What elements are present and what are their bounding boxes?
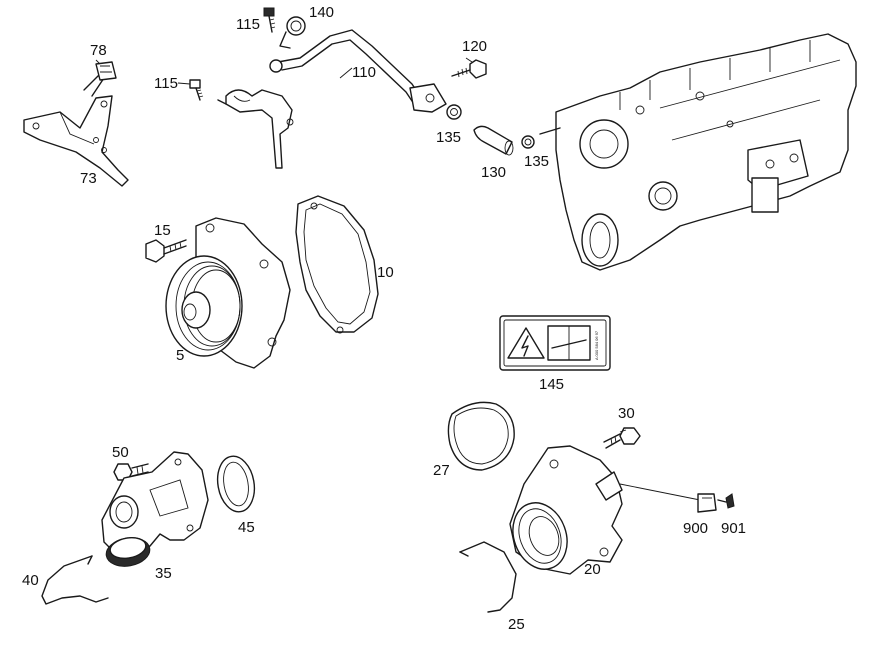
part-135-clamp-left[interactable]	[446, 104, 462, 120]
label-40: 40	[22, 572, 39, 589]
label-15: 15	[154, 222, 171, 239]
part-pipe-bracket[interactable]	[217, 89, 294, 169]
label-145: 145	[539, 376, 564, 393]
engine-housing	[539, 33, 857, 271]
part-78-clip[interactable]	[95, 61, 117, 81]
part-20-thermostat-housing[interactable]	[504, 445, 701, 577]
label-120: 120	[462, 38, 487, 55]
part-30-bolt[interactable]	[603, 427, 641, 449]
part-140-clamp[interactable]	[279, 16, 306, 49]
part-25-retaining-clip[interactable]	[459, 541, 517, 613]
label-135-left: 135	[436, 129, 461, 146]
label-900: 900	[683, 520, 708, 537]
part-5-water-pump[interactable]	[165, 217, 291, 369]
label-45: 45	[238, 519, 255, 536]
part-40-retaining-clip[interactable]	[41, 555, 109, 605]
part-45-seal-ring[interactable]	[213, 453, 258, 514]
label-35: 35	[155, 565, 172, 582]
label-30: 30	[618, 405, 635, 422]
part-110-coolant-pipe[interactable]	[269, 29, 447, 113]
label-130: 130	[481, 164, 506, 181]
label-10: 10	[377, 264, 394, 281]
label-25: 25	[508, 616, 525, 633]
label-115-top: 115	[236, 16, 260, 33]
part-35-outlet-housing[interactable]	[101, 451, 209, 570]
part-900-sensor[interactable]	[697, 493, 717, 513]
label-140: 140	[309, 4, 334, 21]
label-901: 901	[721, 520, 746, 537]
part-15-bolt[interactable]	[145, 239, 187, 263]
leader-lines	[95, 57, 627, 433]
label-73: 73	[80, 170, 97, 187]
part-120-bolt[interactable]	[451, 59, 487, 79]
wrench-icon	[551, 339, 587, 349]
label-78: 78	[90, 42, 107, 59]
part-27-seal-ring[interactable]	[447, 401, 515, 471]
lightning-bolt-icon	[521, 335, 529, 357]
part-10-gasket[interactable]	[295, 195, 379, 334]
label-50: 50	[112, 444, 129, 461]
label-27: 27	[433, 462, 450, 479]
label-135-right: 135	[524, 153, 549, 170]
part-73-bracket[interactable]	[23, 73, 129, 187]
label-5: 5	[176, 347, 184, 364]
label-20: 20	[584, 561, 601, 578]
part-115-bolt-top[interactable]	[263, 7, 276, 33]
warning-label-part-code: A 000 584 06 97	[594, 330, 599, 360]
part-135-clamp-right[interactable]	[521, 135, 535, 149]
high-voltage-warning-icon	[507, 327, 545, 359]
part-115-bolt-left[interactable]	[189, 79, 204, 101]
part-50-bolt[interactable]	[113, 463, 149, 481]
part-130-hose[interactable]	[473, 125, 514, 156]
label-110: 110	[352, 64, 376, 81]
part-901-clip[interactable]	[717, 493, 735, 509]
part-145-warning-label[interactable]: A 000 584 06 97	[499, 315, 611, 371]
label-115-left: 115	[154, 75, 178, 92]
